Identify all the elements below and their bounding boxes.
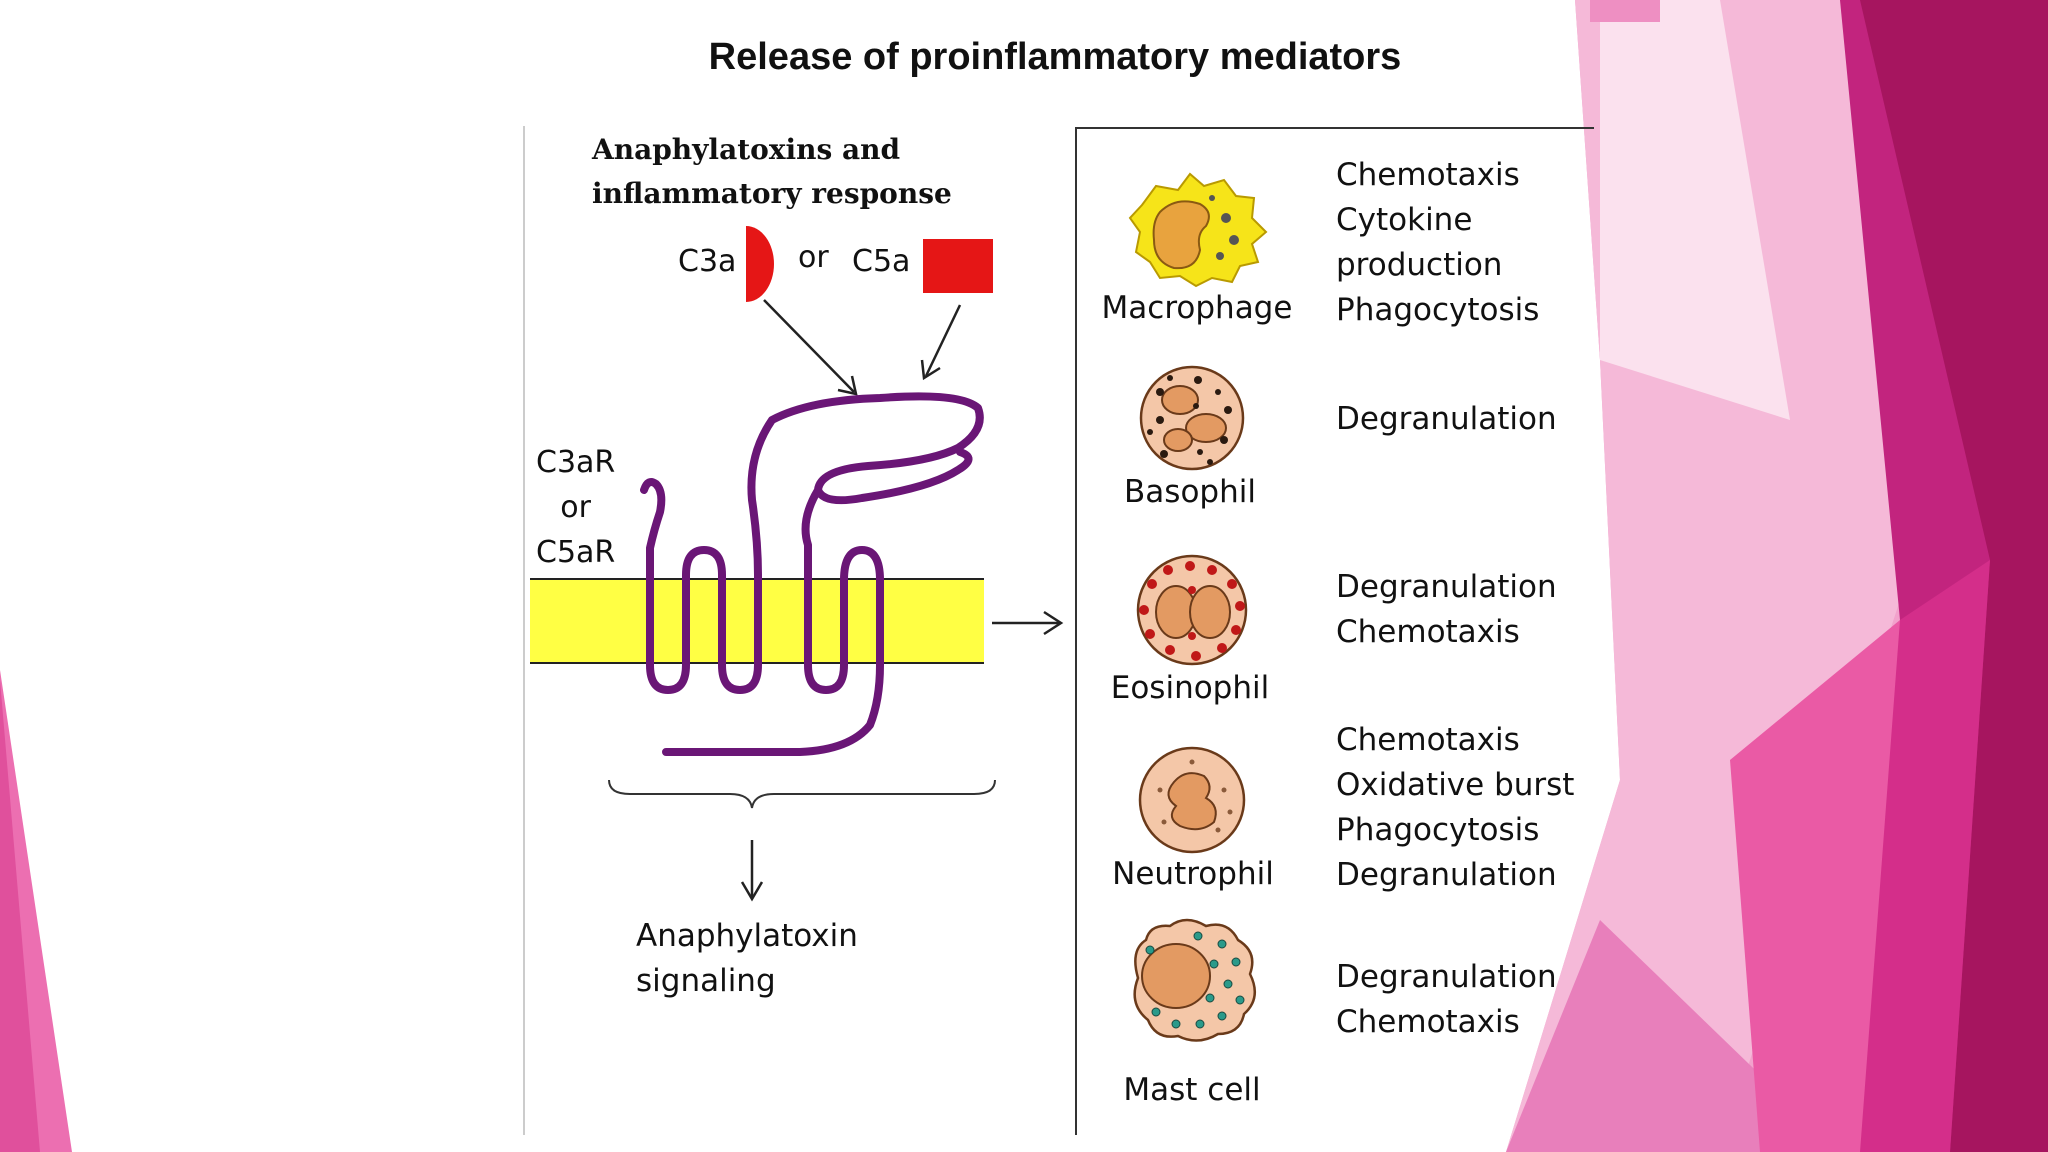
cell-name-neutrophil: Neutrophil bbox=[1112, 856, 1274, 892]
ligand-or-label: or bbox=[798, 240, 829, 275]
signaling-label: Anaphylatoxin signaling bbox=[636, 914, 858, 1004]
function-item: Chemotaxis bbox=[1336, 614, 1520, 650]
eosinophil-functions: Degranulation Chemotaxis bbox=[1336, 565, 1557, 655]
signaling-label-line2: signaling bbox=[636, 963, 776, 999]
function-item: Degranulation bbox=[1336, 959, 1557, 995]
receptor-label-line2: or bbox=[560, 490, 591, 525]
cell-name-eosinophil: Eosinophil bbox=[1110, 670, 1270, 706]
signaling-label-line1: Anaphylatoxin bbox=[636, 918, 858, 954]
mast-cell-functions: Degranulation Chemotaxis bbox=[1336, 955, 1557, 1045]
cell-name-macrophage: Macrophage bbox=[1101, 290, 1293, 326]
function-item: production bbox=[1336, 247, 1503, 283]
figure-heading: Anaphylatoxins and inflammatory response bbox=[592, 128, 952, 216]
basophil-functions: Degranulation bbox=[1336, 397, 1557, 442]
function-item: Oxidative burst bbox=[1336, 767, 1575, 803]
neutrophil-icon bbox=[1138, 746, 1246, 854]
slide-title: Release of proinflammatory mediators bbox=[708, 36, 1402, 78]
neutrophil-functions: Chemotaxis Oxidative burst Phagocytosis … bbox=[1336, 718, 1574, 898]
function-item: Chemotaxis bbox=[1336, 722, 1520, 758]
c3a-label: C3a bbox=[678, 244, 737, 279]
function-item: Cytokine bbox=[1336, 202, 1473, 238]
cell-name-basophil: Basophil bbox=[1124, 474, 1256, 510]
basophil-icon bbox=[1139, 365, 1245, 471]
c5a-label: C5a bbox=[852, 244, 911, 279]
macrophage-functions: Chemotaxis Cytokine production Phagocyto… bbox=[1336, 153, 1539, 333]
function-item: Chemotaxis bbox=[1336, 157, 1520, 193]
function-item: Degranulation bbox=[1336, 569, 1557, 605]
cell-name-mast-cell: Mast cell bbox=[1123, 1072, 1261, 1108]
figure-heading-line2: inflammatory response bbox=[592, 177, 952, 210]
function-item: Phagocytosis bbox=[1336, 292, 1540, 328]
anaphylatoxin-receptor bbox=[640, 392, 984, 756]
c3a-ligand-shape bbox=[746, 226, 774, 302]
cell-panel-border bbox=[1075, 127, 1594, 1135]
function-item: Degranulation bbox=[1336, 401, 1557, 437]
function-item: Chemotaxis bbox=[1336, 1004, 1520, 1040]
c5a-ligand-shape bbox=[923, 239, 993, 293]
function-item: Phagocytosis bbox=[1336, 812, 1540, 848]
receptor-label-line1: C3aR bbox=[536, 445, 616, 480]
receptor-label-line3: C5aR bbox=[536, 535, 616, 570]
macrophage-icon bbox=[1128, 172, 1268, 288]
function-item: Degranulation bbox=[1336, 857, 1557, 893]
receptor-brace bbox=[608, 779, 996, 809]
mast-cell-icon bbox=[1133, 918, 1257, 1042]
figure-heading-line1: Anaphylatoxins and bbox=[592, 133, 901, 166]
receptor-label: C3aR or C5aR bbox=[536, 440, 615, 575]
eosinophil-icon bbox=[1136, 554, 1248, 666]
